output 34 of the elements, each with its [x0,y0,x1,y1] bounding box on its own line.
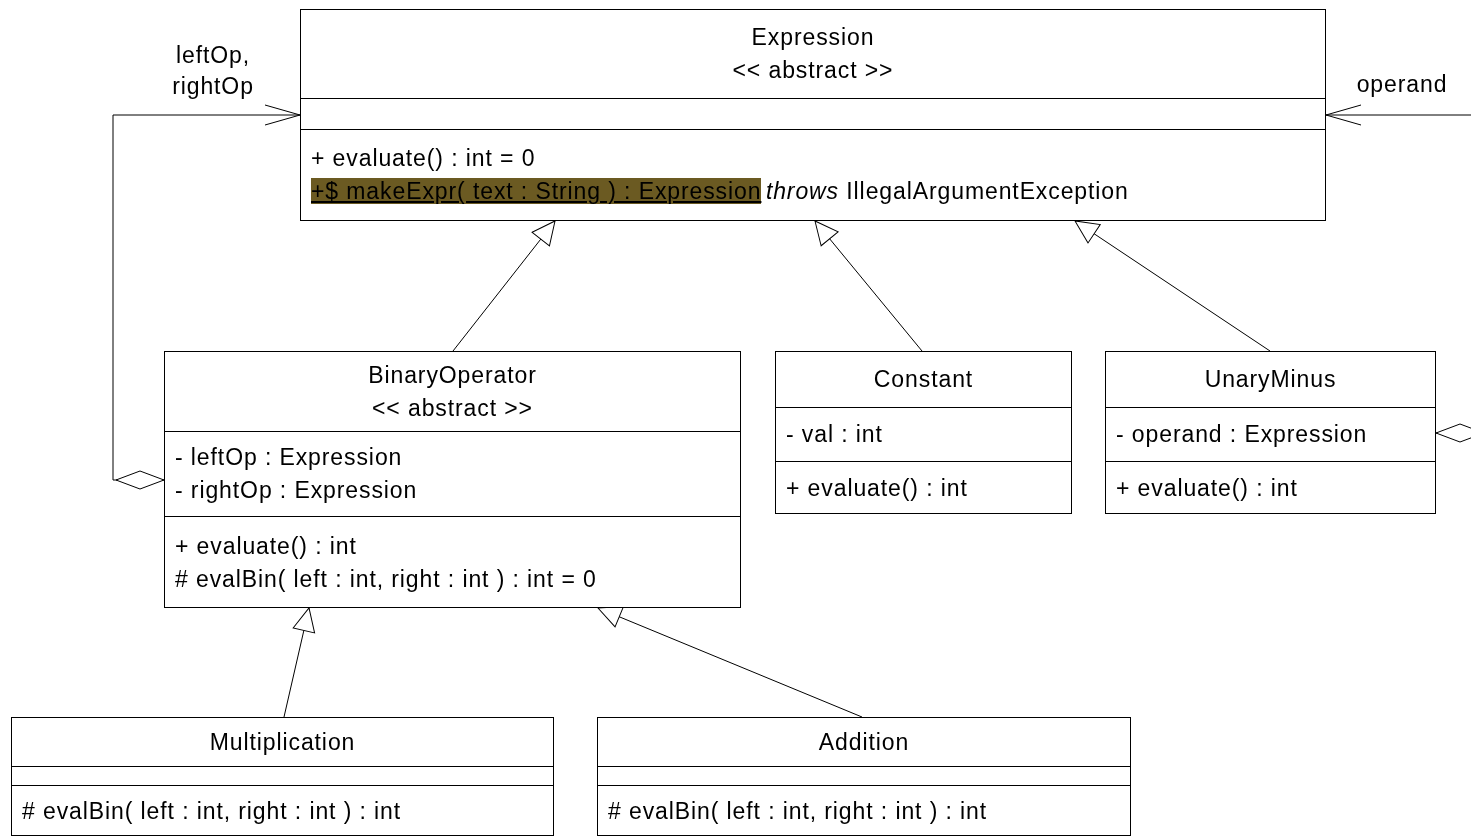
class-name: Constant [873,366,974,392]
method-text: # evalBin( left : int, right : int ) : int [608,798,988,824]
stereotype-label: << abstract >> [732,57,894,83]
class-box [164,351,741,608]
class-name: UnaryMinus [1204,366,1337,392]
aggregation-arrow [112,104,301,490]
generalization-arrow [814,220,923,352]
class-box [300,9,1326,221]
class-box [597,717,1131,836]
method-text: +$ makeExpr( text : String ) : Expression [311,178,762,204]
class-box [11,717,554,836]
stereotype-label: << abstract >> [372,394,533,421]
method-text: # evalBin( left : int, right : int ) : int [22,798,402,824]
aggregation-arrow [1325,104,1471,443]
method-text: + evaluate() : int [175,533,357,559]
attribute-text: - operand : Expression [1116,421,1368,447]
class-box [775,351,1072,514]
method-text: + evaluate() : int [1116,475,1298,501]
attribute-text: - rightOp : Expression [175,477,418,503]
attribute-text: - val : int [786,421,883,447]
class-box [1105,351,1436,514]
generalization-arrow [452,220,556,352]
method-text: # evalBin( left : int, right : int ) : int = 0 [175,566,597,592]
generalization-arrow [597,606,863,718]
method-text: + evaluate() : int [786,475,968,501]
generalization-arrow [1074,220,1271,352]
generalization-arrow [283,607,316,718]
method-text: throws IllegalArgumentException [765,178,1129,204]
method-text: + evaluate() : int = 0 [311,145,536,171]
class-name: BinaryOperator [368,361,537,388]
class-name: Addition [818,728,910,755]
class-name: Expression [751,24,875,50]
attribute-text: - leftOp : Expression [175,444,403,470]
class-name: Multiplication [209,728,356,755]
